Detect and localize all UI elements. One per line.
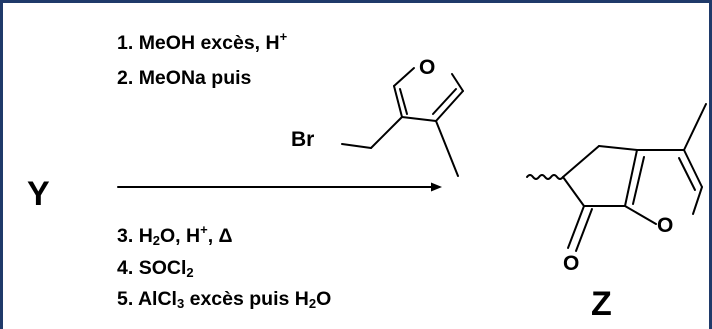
step-5-c: O <box>316 288 332 310</box>
step-3-a: H <box>138 225 153 247</box>
methyl-bond <box>435 120 459 177</box>
reagent-step-2: 2. MeONa puis <box>117 67 252 89</box>
reaction-arrow-head <box>431 182 442 192</box>
furan-bond-c4-c5-double <box>432 88 457 115</box>
step-2-text: MeONa puis <box>138 67 252 89</box>
z-bond-c3-c2-double <box>678 157 696 191</box>
step-5-a: AlCl <box>137 288 177 310</box>
frame-border-top <box>0 0 712 3</box>
z-bond-c3a-c6a <box>624 149 638 207</box>
ch2-bond-ring <box>370 116 403 149</box>
step-1-text: MeOH excès, H <box>138 32 280 54</box>
step-5-b-sub: 2 <box>308 296 317 311</box>
step-1-sup: + <box>279 29 288 44</box>
furan-bond-c4-c5 <box>435 90 464 122</box>
z-bond-co-ca <box>562 176 585 207</box>
step-2-number: 2. <box>117 67 134 89</box>
furan-bond-c3-c4 <box>401 116 437 122</box>
z-carbonyl-bond-double <box>575 208 593 252</box>
step-4-number: 4. <box>117 257 134 279</box>
wavy-bond <box>526 174 564 180</box>
step-3-a-sub: 2 <box>152 233 161 248</box>
z-bond-c2-o <box>692 186 703 215</box>
ch2-bond-br <box>341 143 372 149</box>
reagent-step-3: 3. H2O, H+, Δ <box>117 223 233 248</box>
step-3-b-sup: + <box>200 222 208 237</box>
product-furan-oxygen-label: O <box>657 214 674 237</box>
z-carbonyl-bond <box>567 205 585 249</box>
reagent-step-4: 4. SOCl2 <box>117 257 194 280</box>
reagent-step-5: 5. AlCl3 excès puis H2O <box>117 288 332 311</box>
furan-bond-c2-c3 <box>393 85 403 118</box>
z-bond-c3a-c6a-double <box>632 156 645 205</box>
z-bond-ca-cb <box>562 145 600 178</box>
bromine-atom-label: Br <box>291 128 315 151</box>
step-4-a: SOCl <box>138 257 187 279</box>
step-3-c: , Δ <box>207 225 233 247</box>
step-4-a-sub: 2 <box>186 265 194 280</box>
reagent-step-1: 1. MeOH excès, H+ <box>117 30 287 54</box>
step-3-b: O, H <box>160 225 201 247</box>
frame-border-left <box>0 0 3 329</box>
z-bond-c3-c2 <box>683 149 703 188</box>
compound-z-label: Z <box>591 285 612 323</box>
frame-border-right <box>709 0 712 329</box>
compound-y-label: Y <box>27 175 50 213</box>
step-5-a-sub: 3 <box>176 296 185 311</box>
step-5-b: excès puis H <box>184 288 309 310</box>
z-bond-o-c6a <box>624 205 657 225</box>
step-5-number: 5. <box>117 288 134 310</box>
step-1-number: 1. <box>117 32 134 54</box>
furan-bond-o-c2 <box>393 67 415 87</box>
step-3-number: 3. <box>117 225 134 247</box>
carbonyl-oxygen-label: O <box>563 252 580 275</box>
furan-oxygen-label: O <box>419 56 436 79</box>
furan-bond-c2-c3-double <box>399 88 408 115</box>
z-bond-cb-c3a <box>598 145 638 151</box>
furan-bond-c5-o <box>451 73 464 92</box>
z-methyl-bond <box>683 103 707 151</box>
